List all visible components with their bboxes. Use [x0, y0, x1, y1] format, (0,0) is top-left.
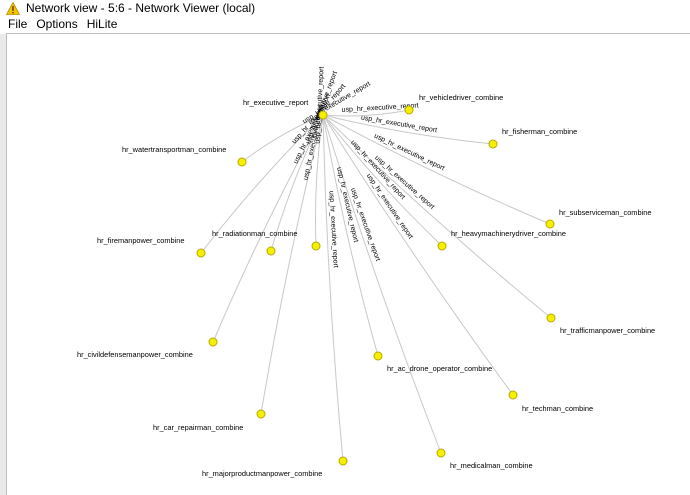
- edge-ac_drone: [322, 114, 379, 357]
- node-center[interactable]: [318, 110, 328, 120]
- node-label-radiationman: hr_radiationman_combine: [212, 229, 297, 238]
- menu-bar: File Options HiLite: [0, 16, 690, 32]
- node-car_repairman[interactable]: [256, 409, 266, 419]
- menu-options[interactable]: Options: [36, 17, 78, 31]
- node-vehicledriver[interactable]: [404, 105, 414, 115]
- menu-file[interactable]: File: [8, 17, 28, 31]
- canvas-left-border: [0, 34, 7, 495]
- edge-radiationman: [270, 114, 324, 252]
- node-majorproduct[interactable]: [338, 456, 348, 466]
- warning-triangle-icon: [6, 1, 20, 15]
- node-label-vehicledriver: hr_vehicledriver_combine: [419, 93, 503, 102]
- node-label-car_repairman: hr_car_repairman_combine: [153, 423, 243, 432]
- node-heavymachinerydriver[interactable]: [437, 241, 447, 251]
- node-techman[interactable]: [508, 390, 518, 400]
- node-label-fisherman: hr_fisherman_combine: [502, 127, 577, 136]
- edge-vehicledriver: [322, 109, 410, 117]
- edge-subserviceman: [322, 114, 551, 225]
- node-label-trafficmanpower: hr_trafficmanpower_combine: [560, 326, 655, 335]
- node-label-civildefense: hr_civildefensemanpower_combine: [77, 350, 193, 359]
- edge-firemanpower: [200, 114, 324, 254]
- edge-trafficmanpower: [322, 114, 552, 319]
- node-label-ac_drone: hr_ac_drone_operator_combine: [387, 364, 492, 373]
- node-label-center: hr_executive_report: [243, 98, 308, 107]
- node-label-watertransport: hr_watertransportman_combine: [122, 145, 226, 154]
- node-ac_drone[interactable]: [373, 351, 383, 361]
- node-firemanpower[interactable]: [196, 248, 206, 258]
- network-canvas[interactable]: [0, 33, 690, 495]
- edge-civildefense: [212, 114, 324, 343]
- node-medicalman[interactable]: [436, 448, 446, 458]
- edge-label-vehicledriver: usp_hr_executive_report: [342, 102, 419, 113]
- edge-label-majorproduct: usp_hr_executive_report: [327, 191, 338, 268]
- edge-medicalman: [322, 114, 442, 454]
- edge-car_repairman: [260, 114, 324, 415]
- edge-fisherman: [322, 114, 494, 145]
- node-label-firemanpower: hr_firemanpower_combine: [97, 236, 185, 245]
- node-label-heavymachinerydriver: hr_heavymachinerydriver_combine: [451, 229, 566, 238]
- node-trafficmanpower[interactable]: [546, 313, 556, 323]
- window-titlebar: Network view - 5:6 - Network Viewer (loc…: [0, 0, 690, 16]
- node-label-subserviceman: hr_subserviceman_combine: [559, 208, 651, 217]
- node-watertransport[interactable]: [237, 157, 247, 167]
- edge-techman: [322, 114, 514, 396]
- node-civildefense[interactable]: [208, 337, 218, 347]
- node-label-techman: hr_techman_combine: [522, 404, 593, 413]
- edge-label-mid: usp_hr_executive_report: [314, 66, 325, 143]
- node-radiationman[interactable]: [266, 246, 276, 256]
- menu-hilite[interactable]: HiLite: [86, 17, 118, 31]
- edge-mid: [315, 114, 324, 247]
- canvas-top-border: [6, 33, 690, 34]
- node-fisherman[interactable]: [488, 139, 498, 149]
- edge-watertransport: [241, 114, 324, 163]
- window-title: Network view - 5:6 - Network Viewer (loc…: [26, 1, 256, 15]
- node-mid[interactable]: [311, 241, 321, 251]
- node-subserviceman[interactable]: [545, 219, 555, 229]
- node-label-medicalman: hr_medicalman_combine: [450, 461, 533, 470]
- edge-heavymachinerydriver: [322, 114, 443, 247]
- edge-majorproduct: [322, 114, 344, 462]
- node-label-majorproduct: hr_majorproductmanpower_combine: [202, 469, 322, 478]
